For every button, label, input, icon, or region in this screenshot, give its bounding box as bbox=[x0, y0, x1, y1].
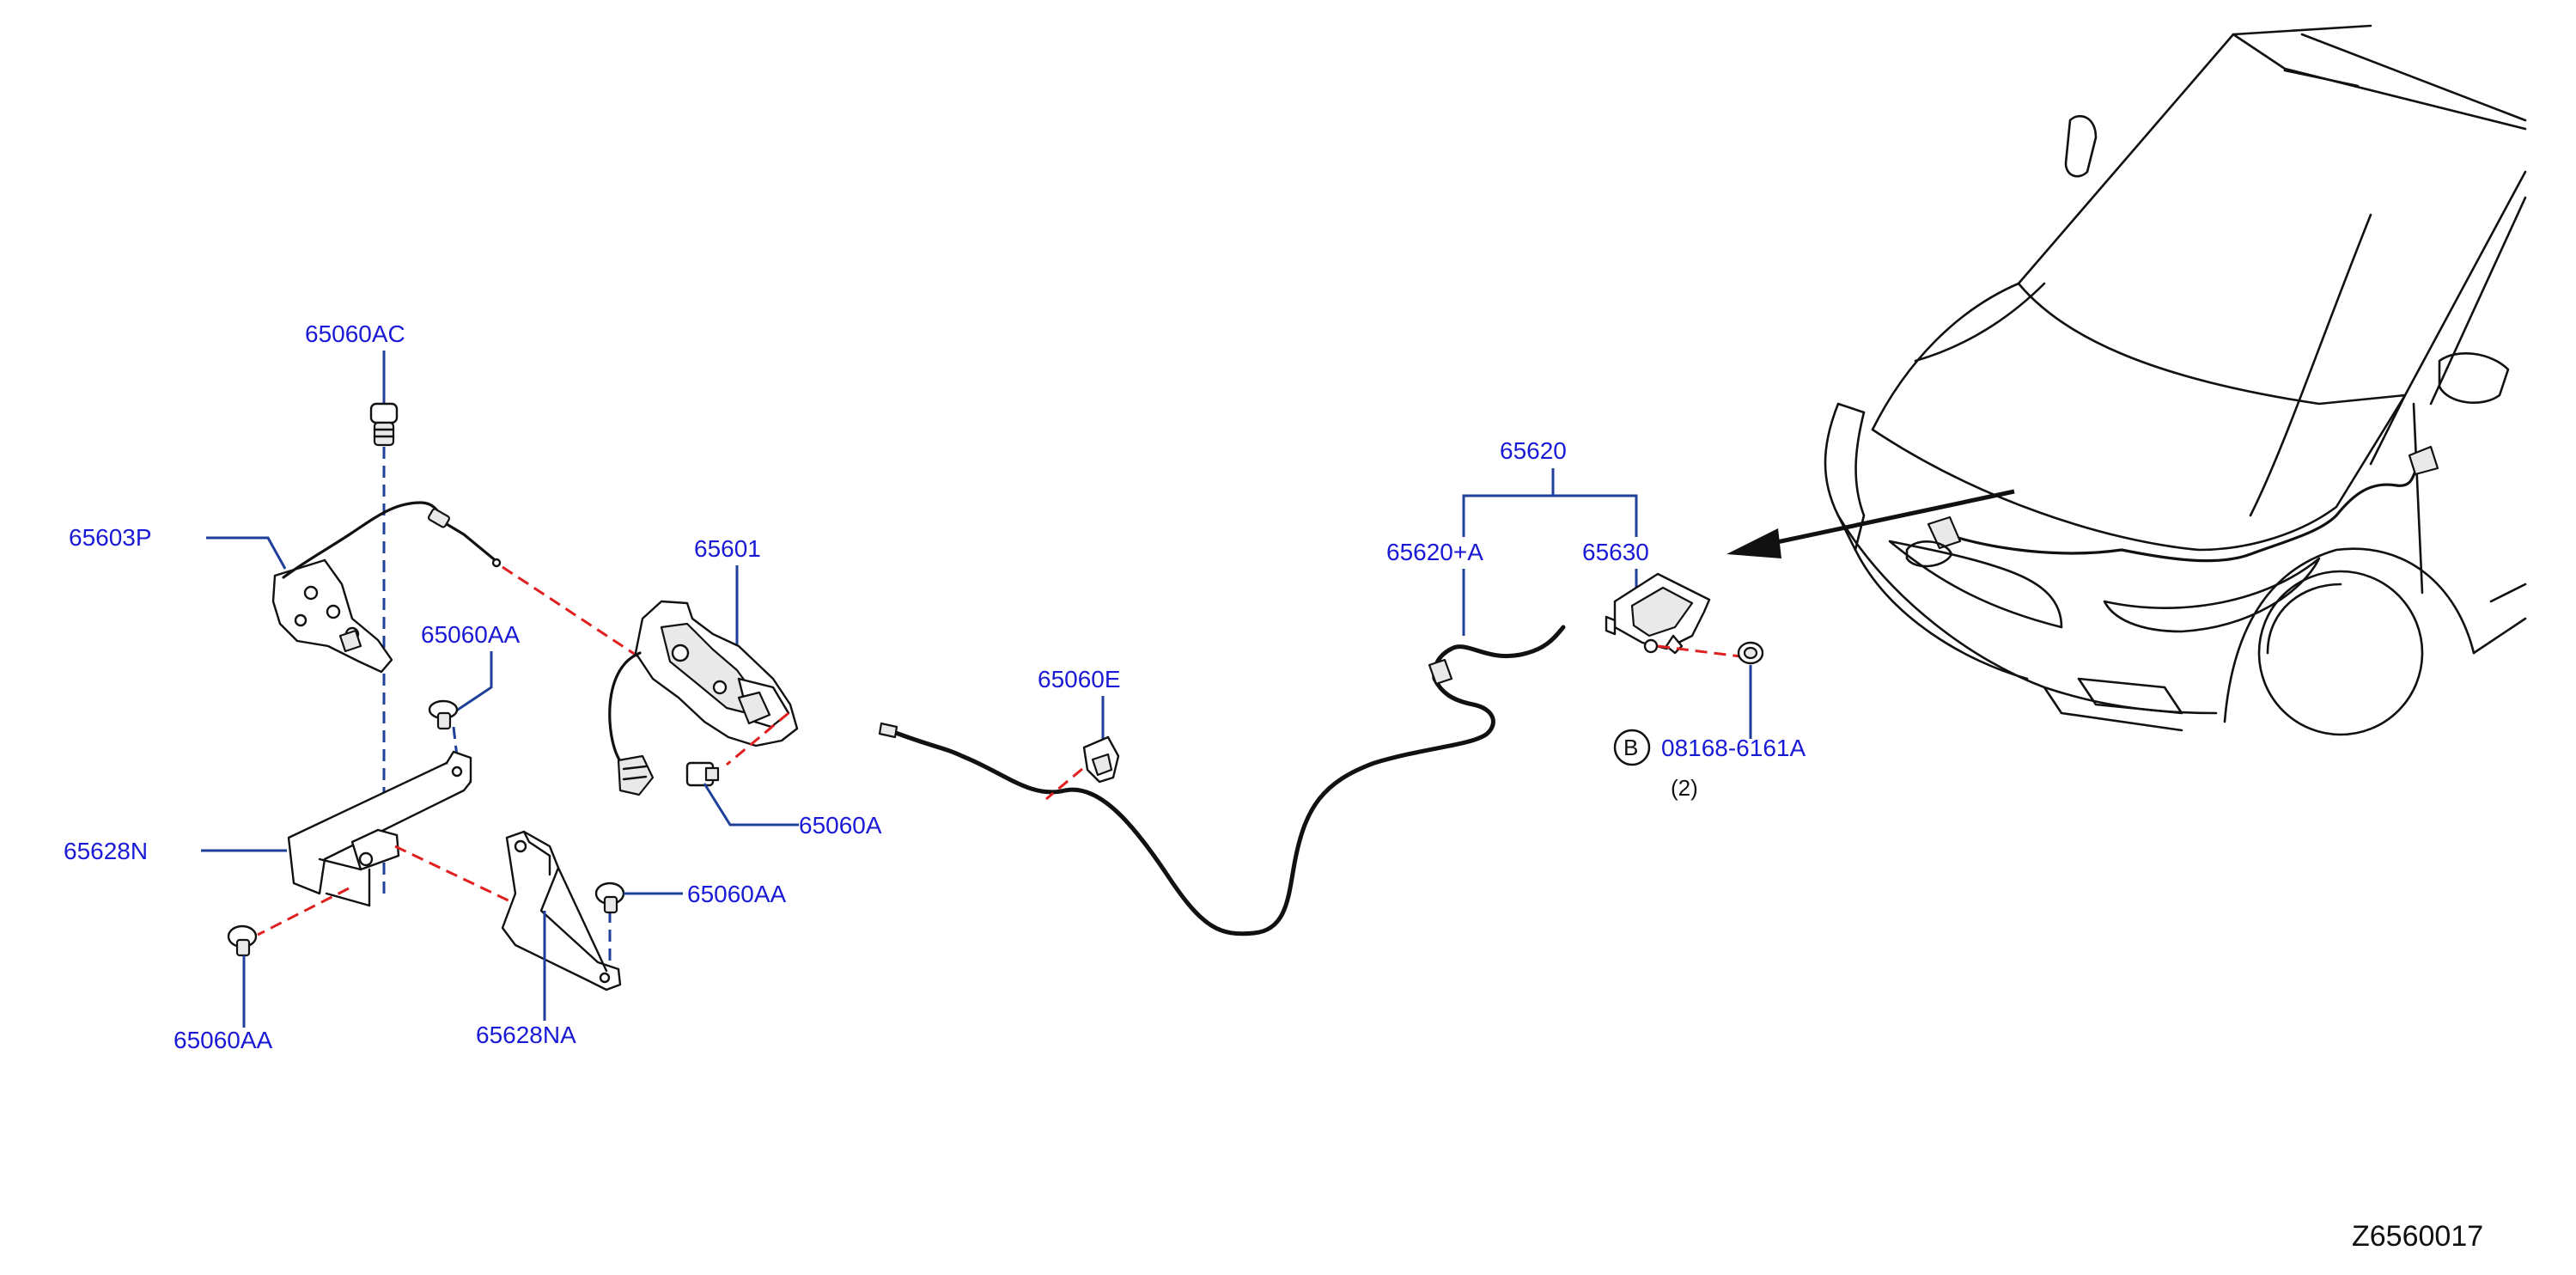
lock-bolt-dashed-line bbox=[726, 711, 789, 766]
group-bracket-65620 bbox=[1462, 494, 1638, 537]
clip-65060aa-bottom-icon bbox=[227, 924, 258, 957]
clip-dashed-line bbox=[452, 726, 460, 772]
label-65060ac: 65060AC bbox=[305, 320, 405, 347]
release-handle-65630-icon bbox=[1605, 572, 1711, 655]
link-dashed-line bbox=[502, 565, 647, 663]
label-65060aa-right: 65060AA bbox=[687, 881, 787, 907]
label-65620: 65620 bbox=[1500, 437, 1567, 464]
bracket-link-dashed-line bbox=[394, 845, 516, 906]
clip-65060aa-right-icon bbox=[594, 882, 625, 914]
bolt-badge-circle bbox=[1613, 729, 1651, 766]
bolt-badge-letter: B bbox=[1623, 735, 1638, 760]
label-08168-6161a: 08168-6161A bbox=[1661, 735, 1806, 761]
label-65630: 65630 bbox=[1582, 539, 1649, 565]
clip-65060aa-top-icon bbox=[428, 699, 459, 730]
label-65060a: 65060A bbox=[799, 812, 882, 839]
leader-65060a bbox=[703, 783, 799, 827]
location-arrow-line bbox=[1760, 489, 2015, 548]
label-65060aa-bottom: 65060AA bbox=[174, 1027, 273, 1053]
cable-grommet-icon bbox=[1428, 658, 1453, 686]
vehicle-front-icon bbox=[1824, 24, 2527, 736]
bracket-65628n-icon bbox=[287, 750, 472, 907]
leader-65603p bbox=[206, 536, 287, 570]
sensor-bracket-65603p-icon bbox=[271, 501, 502, 674]
cable-end-icon bbox=[878, 722, 898, 739]
diagram-id: Z6560017 bbox=[2352, 1220, 2483, 1253]
leader-65060aa-top bbox=[454, 651, 493, 713]
label-65628na: 65628NA bbox=[476, 1022, 576, 1048]
bracket-65628na-icon bbox=[501, 830, 622, 991]
clip-65060e-icon bbox=[1082, 735, 1120, 784]
label-65628n: 65628N bbox=[64, 838, 148, 864]
clip-e-dashed-line bbox=[1045, 767, 1083, 801]
bracket-clip-dashed-line bbox=[257, 887, 350, 936]
handle-bolt-dashed-line bbox=[1657, 644, 1741, 658]
label-65620a: 65620+A bbox=[1386, 539, 1483, 565]
bolt-quantity: (2) bbox=[1671, 775, 1698, 801]
label-65603p: 65603P bbox=[69, 524, 152, 551]
release-cable bbox=[882, 625, 1566, 936]
label-65601: 65601 bbox=[694, 535, 761, 562]
hood-lock-65601-icon bbox=[608, 600, 799, 796]
label-65060aa-top: 65060AA bbox=[421, 621, 521, 648]
clip-65060ac-icon bbox=[369, 402, 399, 447]
label-65060e: 65060E bbox=[1038, 666, 1121, 692]
bolt-08168-icon bbox=[1737, 641, 1764, 665]
bolt-65060a-icon bbox=[685, 761, 720, 787]
location-arrowhead-icon bbox=[1726, 528, 1781, 558]
